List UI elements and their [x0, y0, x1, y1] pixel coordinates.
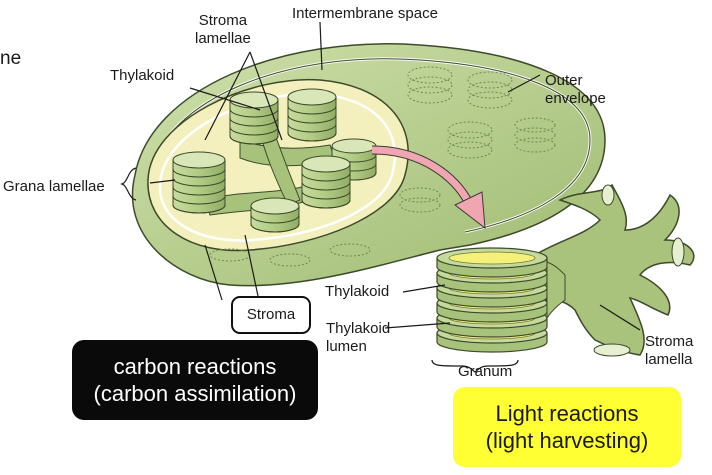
light-reactions-callout: Light reactions (light harvesting) [453, 387, 681, 467]
grana-stack-disc-line [287, 114, 337, 124]
zoom-arrow [371, 145, 486, 230]
grana-stack-top [301, 155, 351, 173]
grana-stack-disc-line [172, 177, 226, 187]
grana-stack-disc-line [301, 181, 351, 191]
cropped-text-fragment: ne [0, 48, 22, 69]
grana-stack-top [229, 91, 279, 109]
carbon-reactions-line2: (carbon assimilation) [93, 381, 297, 406]
grana-stack-top [250, 197, 300, 215]
label-thylakoid-lumen: Thylakoid lumen [326, 320, 391, 355]
grana-stack-disc-line [172, 204, 226, 214]
granum-lumen [448, 251, 536, 265]
grana-stack-top [287, 88, 337, 106]
grana-stack-disc-line [172, 186, 226, 196]
grana-stack-disc-line [287, 123, 337, 133]
stroma-callout-label: Stroma [246, 306, 296, 323]
grana-stack-disc-line [229, 117, 279, 127]
label-stroma-lamellae-top: Stroma lamellae [195, 12, 251, 48]
light-reactions-line1: Light reactions [495, 401, 639, 426]
stroma-callout-box: Stroma [231, 296, 311, 334]
grana-stack-disc-line [172, 195, 226, 205]
magnified-granum [436, 247, 566, 353]
label-outer-envelope: Outer envelope [545, 72, 606, 107]
label-stroma-lamellae-top-text: Stroma lamellae [195, 12, 251, 47]
grana-stack-disc-line [250, 223, 300, 233]
label-granum: Granum [458, 363, 513, 380]
grana-stack-disc-line [229, 135, 279, 145]
grana-stack-top [172, 151, 226, 169]
inner-grana-stacks [172, 88, 377, 233]
label-thylakoid-granum: Thylakoid [325, 283, 390, 300]
light-reactions-line2: (light harvesting) [485, 428, 649, 453]
grana-stack-disc-line [287, 105, 337, 115]
stroma-lamella-network [534, 183, 695, 357]
carbon-reactions-callout: carbon reactions (carbon assimilation) [72, 340, 318, 420]
grana-stack-disc-line [287, 132, 337, 142]
carbon-reactions-line1: carbon reactions [113, 354, 277, 379]
label-thylakoid-top: Thylakoid [110, 67, 175, 84]
label-grana-lamellae: Grana lamellae [3, 178, 105, 195]
leader-lines [120, 21, 641, 373]
grana-stack-disc-line [250, 214, 300, 224]
grana-stack-disc-line [301, 199, 351, 209]
grana-stack-disc-line [229, 126, 279, 136]
grana-stack-disc-line [229, 108, 279, 118]
grana-stack-top [331, 138, 377, 154]
grana-stack-disc-line [301, 190, 351, 200]
granum-lamella-connector [546, 261, 566, 320]
grana-stack-disc-line [172, 168, 226, 178]
grana-stack-disc-line [301, 172, 351, 182]
label-stroma-lamella: Stroma lamella [645, 333, 694, 368]
label-intermembrane-space: Intermembrane space [292, 5, 438, 22]
